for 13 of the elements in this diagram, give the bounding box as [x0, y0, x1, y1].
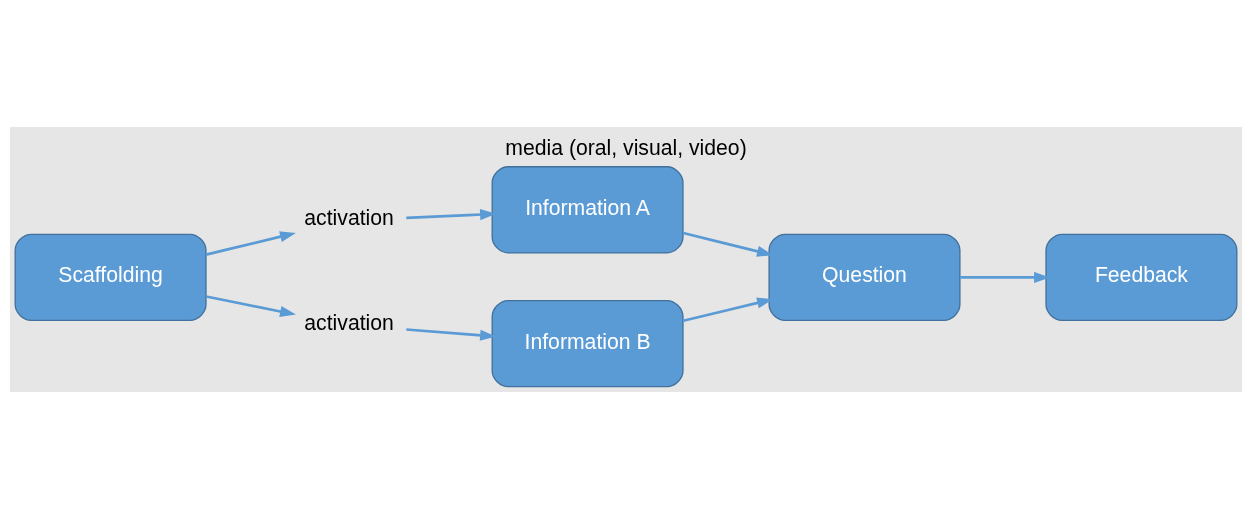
- node-text: activation: [304, 206, 394, 230]
- node-box: Feedback: [1045, 233, 1238, 322]
- arrow: [682, 231, 773, 257]
- arrow: [205, 231, 296, 256]
- arrow: [683, 297, 773, 323]
- node-box: Scaffolding: [14, 233, 207, 322]
- node-box: Question: [768, 233, 961, 322]
- diagram-title: media (oral, visual, video): [505, 135, 747, 159]
- node-text: activation: [304, 311, 394, 335]
- arrow: [205, 295, 296, 317]
- node-box: Information A: [491, 166, 684, 254]
- arrow: [960, 271, 1050, 283]
- node-box: Information B: [491, 299, 684, 388]
